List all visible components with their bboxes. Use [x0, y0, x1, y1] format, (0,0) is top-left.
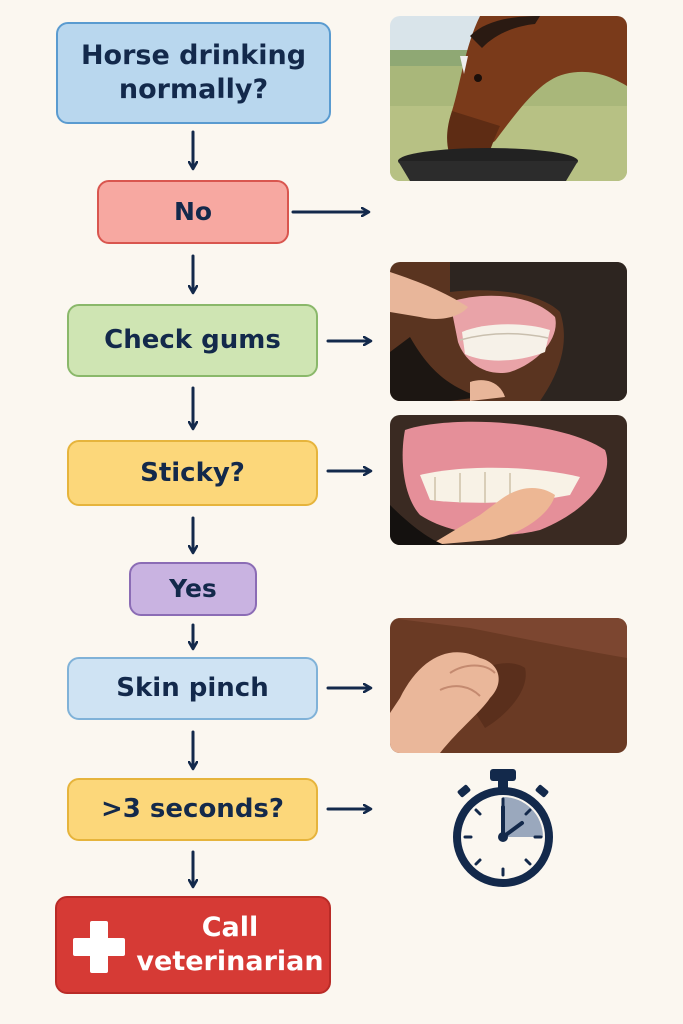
node-label: No [173, 197, 213, 227]
node-skin-pinch: Skin pinch [67, 657, 318, 720]
node-horse-drinking: Horse drinking normally? [56, 22, 331, 124]
gum-press-photo [390, 415, 627, 545]
node-label: Sticky? [140, 457, 245, 488]
node-check-gums: Check gums [67, 304, 318, 377]
stopwatch-icon [453, 769, 553, 887]
node-call-vet: Call veterinarian [55, 896, 331, 994]
medical-cross-icon [73, 921, 125, 973]
node-yes: Yes [129, 562, 257, 616]
node-label: Call veterinarian [136, 912, 324, 977]
node-label: Yes [169, 574, 217, 604]
node-label: Check gums [104, 325, 281, 356]
node-three-seconds: >3 seconds? [67, 778, 318, 841]
node-label: >3 seconds? [101, 794, 284, 825]
node-label: Skin pinch [116, 673, 269, 704]
horse-gums-photo [390, 262, 627, 401]
horse-drinking-photo [390, 16, 627, 181]
node-no: No [97, 180, 289, 244]
skin-pinch-photo [390, 618, 627, 753]
node-sticky: Sticky? [67, 440, 318, 506]
node-label: Horse drinking normally? [80, 40, 307, 105]
